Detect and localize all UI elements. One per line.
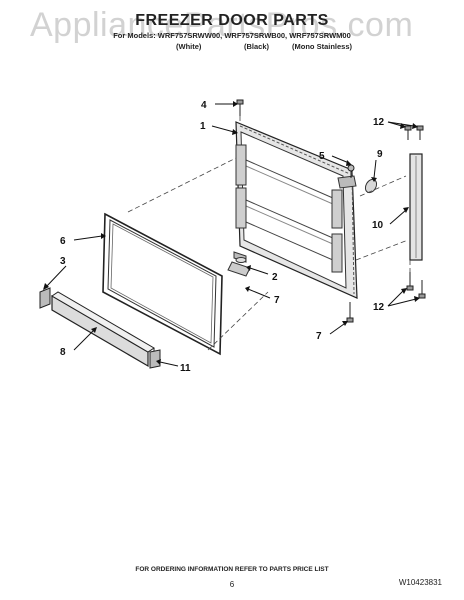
door-gasket [102,212,223,356]
callout-1: 1 [200,121,206,132]
screws-12-top [404,125,424,140]
models-line: For Models: WRF757SRWW00, WRF757SRWB00, … [113,31,351,40]
bottom-trim-8 [51,291,155,368]
callout-11: 11 [180,363,191,374]
callout-9: 9 [377,149,383,160]
handle-10 [409,153,423,261]
screw-4 [236,99,244,116]
callout-12-bottom: 12 [373,302,385,313]
page-number: 6 [229,580,235,589]
finish-mono-stainless: (Mono Stainless) [292,42,353,51]
document-id: W10423831 [398,578,442,587]
callout-7-bottom: 7 [316,331,322,342]
callout-7-hinge: 7 [274,295,280,306]
ordering-info: FOR ORDERING INFORMATION REFER TO PARTS … [135,566,329,573]
callout-8: 8 [60,347,66,358]
assembly-lines [127,116,411,351]
freezer-door [233,121,358,299]
end-cap-3 [39,287,51,309]
screws-12-bottom [406,272,426,299]
callout-5: 5 [319,151,325,162]
finish-black: (Black) [244,42,270,51]
watermark: AppliancePartsPros.com [30,6,414,44]
leader-lines [43,101,420,367]
callout-2: 2 [272,272,278,283]
end-cap-11 [149,349,161,369]
plug-9 [364,178,378,194]
callout-6: 6 [60,236,66,247]
finish-white: (White) [176,42,202,51]
callout-3: 3 [60,256,66,267]
callout-4: 4 [201,100,207,111]
screw-7 [346,302,354,323]
hinge-2 [227,261,251,277]
callout-10: 10 [372,220,384,231]
callout-12-top: 12 [373,117,385,128]
page-title: FREEZER DOOR PARTS [135,12,329,29]
